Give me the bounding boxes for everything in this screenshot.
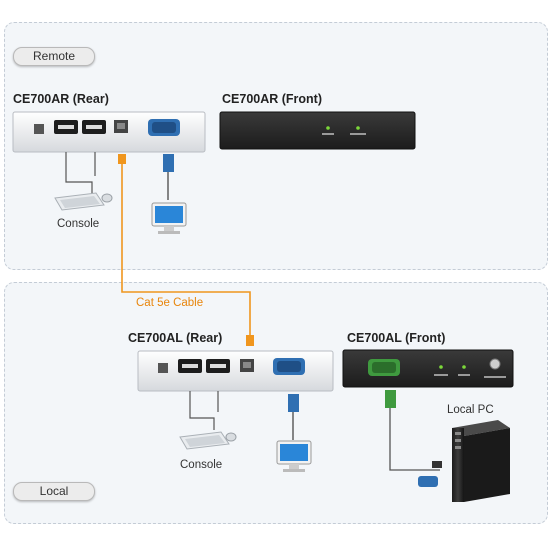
local-console-caption: Console <box>180 459 223 471</box>
ce700ar-front-unit <box>219 111 416 150</box>
mouse-icon <box>225 432 237 442</box>
remote-led <box>356 126 360 130</box>
auto-local-button <box>489 358 501 370</box>
cat5e-cable <box>121 160 251 335</box>
remote-rear-title: CE700AR (Rear) <box>13 92 109 106</box>
link-led <box>326 126 330 130</box>
ce700ar-rear-unit <box>12 111 206 153</box>
usb-plug-icon <box>432 461 442 468</box>
monitor-icon <box>276 440 312 472</box>
vga-connector-icon <box>385 390 396 408</box>
ce700al-front-unit <box>342 349 514 388</box>
local-section-label: Local <box>13 482 95 501</box>
keyboard-icon <box>179 431 230 450</box>
remote-section-label: Remote <box>13 47 95 66</box>
mouse-icon <box>101 193 113 203</box>
remote-vga-cable <box>163 154 174 200</box>
cable-label: Cat 5e Cable <box>136 297 204 309</box>
vga-connector-icon <box>418 476 438 487</box>
monitor-icon <box>151 202 187 234</box>
remote-front-title: CE700AR (Front) <box>222 92 323 106</box>
tower-pc-icon <box>452 420 510 502</box>
vga-connector-icon <box>163 154 174 172</box>
rj45-connector-icon <box>246 335 254 346</box>
rj45-connector-icon <box>118 154 126 164</box>
remote-led <box>439 365 443 369</box>
vga-connector-icon <box>288 394 299 412</box>
power-port-icon <box>158 363 168 373</box>
local-front-title: CE700AL (Front) <box>347 331 446 345</box>
local-led <box>462 365 466 369</box>
local-pc-cable <box>385 390 442 487</box>
local-rear-title: CE700AL (Rear) <box>128 331 223 345</box>
power-port-icon <box>34 124 44 134</box>
local-vga-cable <box>288 394 299 440</box>
ce700al-rear-unit <box>137 350 334 392</box>
keyboard-icon <box>54 192 105 211</box>
local-pc-caption: Local PC <box>447 404 494 416</box>
remote-console-caption: Console <box>57 218 100 230</box>
